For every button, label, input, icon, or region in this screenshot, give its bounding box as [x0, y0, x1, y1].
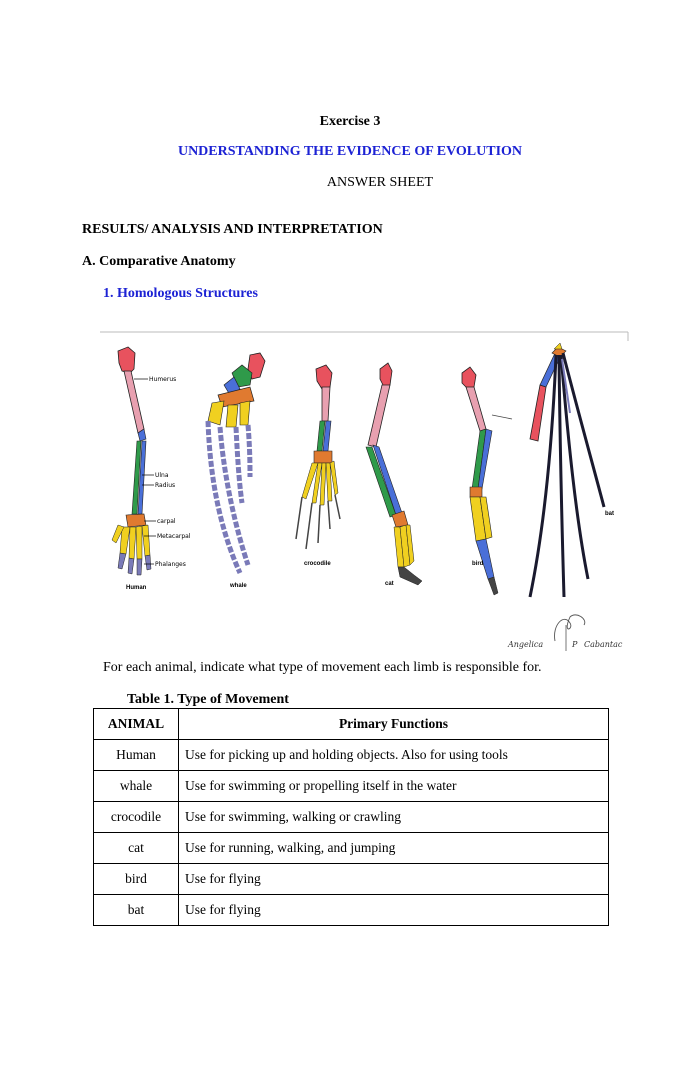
- instruction-text: For each animal, indicate what type of m…: [103, 660, 542, 675]
- table-header-row: ANIMAL Primary Functions: [93, 708, 609, 740]
- cell-animal: cat: [93, 832, 179, 864]
- cell-animal: whale: [93, 770, 179, 802]
- signature-first: Angelica: [507, 640, 543, 649]
- figure-label-cat: cat: [385, 581, 394, 587]
- cell-animal: Human: [93, 739, 179, 771]
- homologous-limbs-figure: Humerus Ulna Radius carpal Metacarpal Ph…: [100, 331, 629, 651]
- exercise-number: Exercise 3: [319, 114, 381, 129]
- table-caption: Table 1. Type of Movement: [127, 692, 289, 707]
- table-row: bird Use for flying: [93, 863, 609, 895]
- table-row: Human Use for picking up and holding obj…: [93, 739, 609, 771]
- section-a-heading: A. Comparative Anatomy: [82, 254, 236, 269]
- cell-function: Use for flying: [178, 863, 609, 895]
- cell-function: Use for picking up and holding objects. …: [178, 739, 609, 771]
- header-primary-functions: Primary Functions: [178, 708, 609, 740]
- label-metacarpal: Metacarpal: [157, 533, 191, 540]
- table-row: whale Use for swimming or propelling its…: [93, 770, 609, 802]
- table-row: cat Use for running, walking, and jumpin…: [93, 832, 609, 864]
- table-row: bat Use for flying: [93, 894, 609, 926]
- movement-table: ANIMAL Primary Functions Human Use for p…: [93, 708, 609, 926]
- label-ulna: Ulna: [155, 472, 169, 479]
- results-heading: RESULTS/ ANALYSIS AND INTERPRETATION: [82, 222, 383, 237]
- bird-limb: bird: [461, 366, 513, 596]
- label-radius: Radius: [155, 482, 175, 489]
- figure-label-whale: whale: [229, 583, 247, 589]
- figure-label-bat: bat: [605, 511, 614, 517]
- cell-animal: bat: [93, 894, 179, 926]
- signature-last: Cabantac: [584, 640, 623, 649]
- signature-initial: P: [571, 640, 578, 649]
- whale-limb: whale: [205, 352, 266, 589]
- crocodile-limb: crocodile: [295, 364, 341, 567]
- figure-label-crocodile: crocodile: [304, 561, 331, 567]
- bat-limb: bat: [528, 342, 614, 598]
- cell-animal: crocodile: [93, 801, 179, 833]
- human-limb: Humerus Ulna Radius carpal Metacarpal Ph…: [111, 346, 191, 591]
- answer-sheet-label: ANSWER SHEET: [326, 175, 434, 190]
- cell-function: Use for swimming, walking or crawling: [178, 801, 609, 833]
- exercise-title: UNDERSTANDING THE EVIDENCE OF EVOLUTION: [177, 144, 523, 159]
- label-phalanges: Phalanges: [155, 561, 186, 568]
- label-humerus: Humerus: [149, 376, 176, 383]
- cat-limb: cat: [365, 362, 423, 587]
- cell-function: Use for flying: [178, 894, 609, 926]
- cell-function: Use for running, walking, and jumping: [178, 832, 609, 864]
- homologous-structures-heading: 1. Homologous Structures: [103, 286, 258, 301]
- figure-label-human: Human: [126, 585, 147, 591]
- cell-animal: bird: [93, 863, 179, 895]
- header-animal: ANIMAL: [93, 708, 179, 740]
- table-row: crocodile Use for swimming, walking or c…: [93, 801, 609, 833]
- signature: Angelica P Cabantac: [507, 614, 623, 651]
- figure-label-bird: bird: [472, 561, 484, 567]
- cell-function: Use for swimming or propelling itself in…: [178, 770, 609, 802]
- label-carpal: carpal: [157, 518, 176, 525]
